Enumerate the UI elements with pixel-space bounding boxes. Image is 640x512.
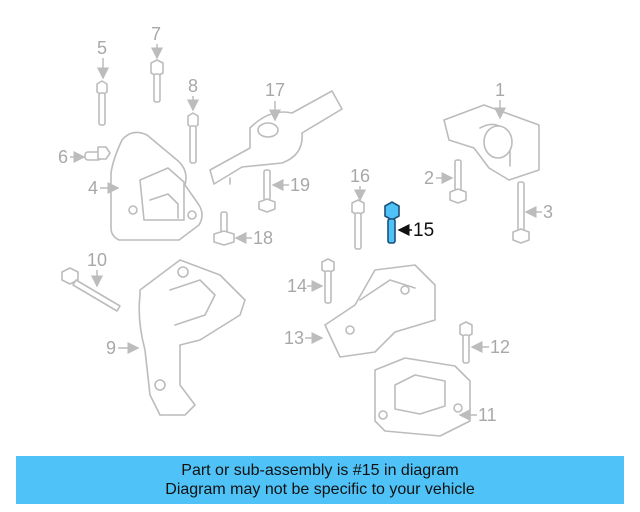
- part-8-bolt[interactable]: [187, 112, 199, 164]
- callout-6: 6: [58, 147, 86, 167]
- info-banner: Part or sub-assembly is #15 in diagram D…: [16, 456, 624, 504]
- callout-17: 17: [265, 80, 285, 122]
- callout-4: 4: [88, 178, 120, 198]
- part-1-bracket[interactable]: [443, 104, 540, 181]
- callout-16: 16: [350, 166, 370, 202]
- part-5-bolt[interactable]: [96, 80, 108, 126]
- callout-14: 14: [287, 276, 324, 296]
- callout-9: 9: [106, 338, 140, 358]
- callout-3: 3: [524, 202, 553, 222]
- svg-text:10: 10: [87, 250, 107, 270]
- part-17-torque-rod[interactable]: [209, 90, 343, 185]
- part-18-bolt[interactable]: [213, 211, 235, 246]
- svg-text:7: 7: [151, 24, 161, 44]
- svg-text:13: 13: [284, 328, 304, 348]
- svg-text:16: 16: [350, 166, 370, 186]
- part-3-bolt[interactable]: [512, 181, 530, 244]
- svg-text:17: 17: [265, 80, 285, 100]
- part-9-bracket[interactable]: [138, 259, 246, 416]
- svg-text:8: 8: [188, 76, 198, 96]
- svg-text:3: 3: [543, 202, 553, 222]
- callout-13: 13: [284, 328, 324, 348]
- part-4-engine-mount[interactable]: [110, 131, 203, 241]
- svg-text:1: 1: [495, 80, 505, 100]
- callout-7: 7: [151, 24, 163, 60]
- svg-text:12: 12: [490, 337, 510, 357]
- svg-text:19: 19: [290, 175, 310, 195]
- callout-5: 5: [97, 38, 109, 80]
- callout-11: 11: [458, 405, 497, 425]
- part-19-bolt[interactable]: [258, 169, 276, 213]
- part-13-bracket[interactable]: [324, 264, 436, 358]
- svg-text:6: 6: [58, 147, 68, 167]
- svg-text:18: 18: [253, 228, 273, 248]
- callout-2: 2: [424, 168, 454, 188]
- callout-15-highlighted: 15: [397, 220, 434, 241]
- callout-1: 1: [494, 80, 506, 120]
- svg-text:2: 2: [424, 168, 434, 188]
- part-14-bolt[interactable]: [321, 258, 335, 304]
- callout-12: 12: [470, 337, 510, 357]
- svg-text:5: 5: [97, 38, 107, 58]
- callout-10: 10: [87, 250, 107, 288]
- part-11-transmission-mount[interactable]: [374, 357, 471, 437]
- banner-line-1: Part or sub-assembly is #15 in diagram: [181, 462, 459, 479]
- part-2-bolt[interactable]: [449, 159, 467, 204]
- svg-text:15: 15: [413, 220, 434, 241]
- part-6-bolt[interactable]: [84, 146, 111, 161]
- part-10-bolt[interactable]: [61, 267, 121, 312]
- part-15-bolt-highlighted[interactable]: [384, 201, 400, 244]
- svg-text:11: 11: [478, 405, 497, 425]
- part-16-bolt[interactable]: [351, 199, 365, 250]
- svg-text:14: 14: [287, 276, 307, 296]
- callout-8: 8: [187, 76, 199, 112]
- svg-text:4: 4: [88, 178, 98, 198]
- banner-line-2: Diagram may not be specific to your vehi…: [165, 481, 475, 498]
- callout-18: 18: [234, 228, 273, 248]
- part-12-bolt[interactable]: [459, 321, 473, 364]
- svg-text:9: 9: [106, 338, 116, 358]
- callout-19: 19: [271, 175, 310, 195]
- part-7-bolt[interactable]: [150, 59, 164, 103]
